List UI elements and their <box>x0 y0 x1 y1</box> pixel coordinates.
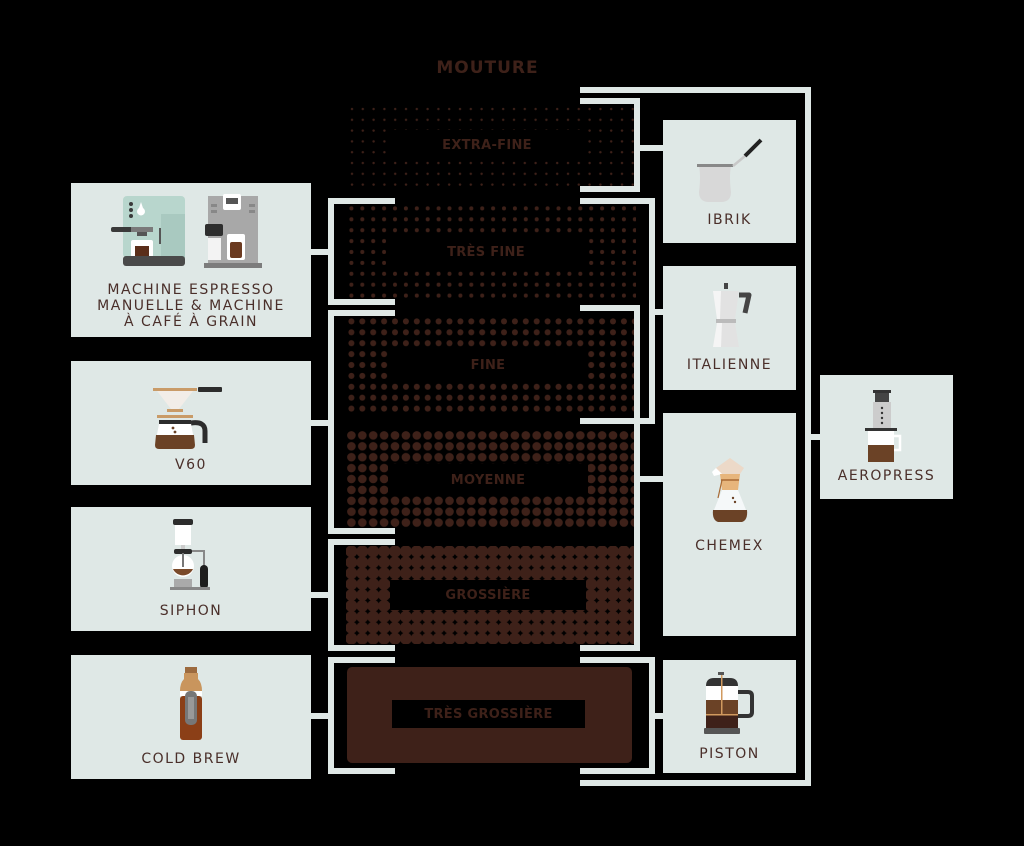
grind-label: FINE <box>470 357 506 373</box>
espresso-machines-icon <box>111 194 262 268</box>
method-card-italienne: ITALIENNE <box>663 266 796 390</box>
bracket-cold-brew <box>328 657 334 774</box>
connector-ibrik <box>640 145 663 151</box>
method-card-aeropress: AEROPRESS <box>820 375 953 499</box>
cold-brew-bottle-icon <box>180 667 202 740</box>
aeropress-icon <box>864 390 901 462</box>
grind-label: GROSSIÈRE <box>445 587 531 603</box>
bracket-piston <box>580 657 655 663</box>
method-label: AEROPRESS <box>837 468 936 484</box>
method-card-v60: V60 <box>71 361 311 485</box>
grind-tres-grossiere: TRÈS GROSSIÈRE <box>345 665 634 765</box>
diagram-title: MOUTURE <box>436 58 539 78</box>
connector-piston <box>655 713 663 719</box>
method-card-piston: PISTON <box>663 660 796 773</box>
french-press-icon <box>703 671 754 734</box>
chemex-icon <box>711 457 747 522</box>
connector-siphon <box>311 592 328 598</box>
method-label: IBRIK <box>707 211 752 228</box>
moka-pot-icon <box>712 283 751 347</box>
method-label: PISTON <box>699 745 760 762</box>
grind-label: TRÈS FINE <box>447 244 525 260</box>
connector-cold-brew <box>311 713 328 719</box>
method-label: COLD BREW <box>141 751 241 767</box>
grind-extra-fine: EXTRA-FINE <box>347 104 637 188</box>
method-card-ibrik: IBRIK <box>663 120 796 243</box>
method-label: CHEMEX <box>695 537 764 554</box>
ibrik-icon <box>696 138 762 202</box>
method-card-espresso: MACHINE ESPRESSO MANUELLE & MACHINE À CA… <box>71 183 311 337</box>
bracket-aeropress <box>580 87 811 93</box>
connector-aeropress <box>811 434 820 440</box>
method-card-chemex: CHEMEX <box>663 413 796 636</box>
method-card-siphon: SIPHON <box>71 507 311 631</box>
grind-label: EXTRA-FINE <box>442 137 532 153</box>
method-label: V60 <box>175 457 207 473</box>
grind-fine: FINE <box>346 316 636 414</box>
bracket-chemex <box>580 305 640 311</box>
bracket-espresso <box>328 198 334 305</box>
bracket-italienne <box>580 198 655 204</box>
connector-italienne <box>655 309 663 315</box>
connector-espresso <box>311 249 328 255</box>
grind-label: TRÈS GROSSIÈRE <box>424 706 553 722</box>
v60-pour-over-icon <box>153 387 222 449</box>
method-label: SIPHON <box>159 603 223 619</box>
method-label: ITALIENNE <box>686 357 773 373</box>
grind-grossiere: GROSSIÈRE <box>346 546 636 644</box>
grind-tres-fine: TRÈS FINE <box>346 203 636 299</box>
siphon-icon <box>170 519 210 590</box>
method-card-cold-brew: COLD BREW <box>71 655 311 779</box>
bracket-siphon <box>328 539 334 651</box>
method-label: MACHINE ESPRESSO MANUELLE & MACHINE À CA… <box>97 282 285 330</box>
connector-chemex <box>640 476 663 482</box>
bracket-v60 <box>328 310 334 534</box>
connector-v60 <box>311 420 328 426</box>
grind-moyenne: MOYENNE <box>346 430 636 528</box>
grind-label: MOYENNE <box>450 472 526 488</box>
bracket-ibrik <box>580 98 640 104</box>
